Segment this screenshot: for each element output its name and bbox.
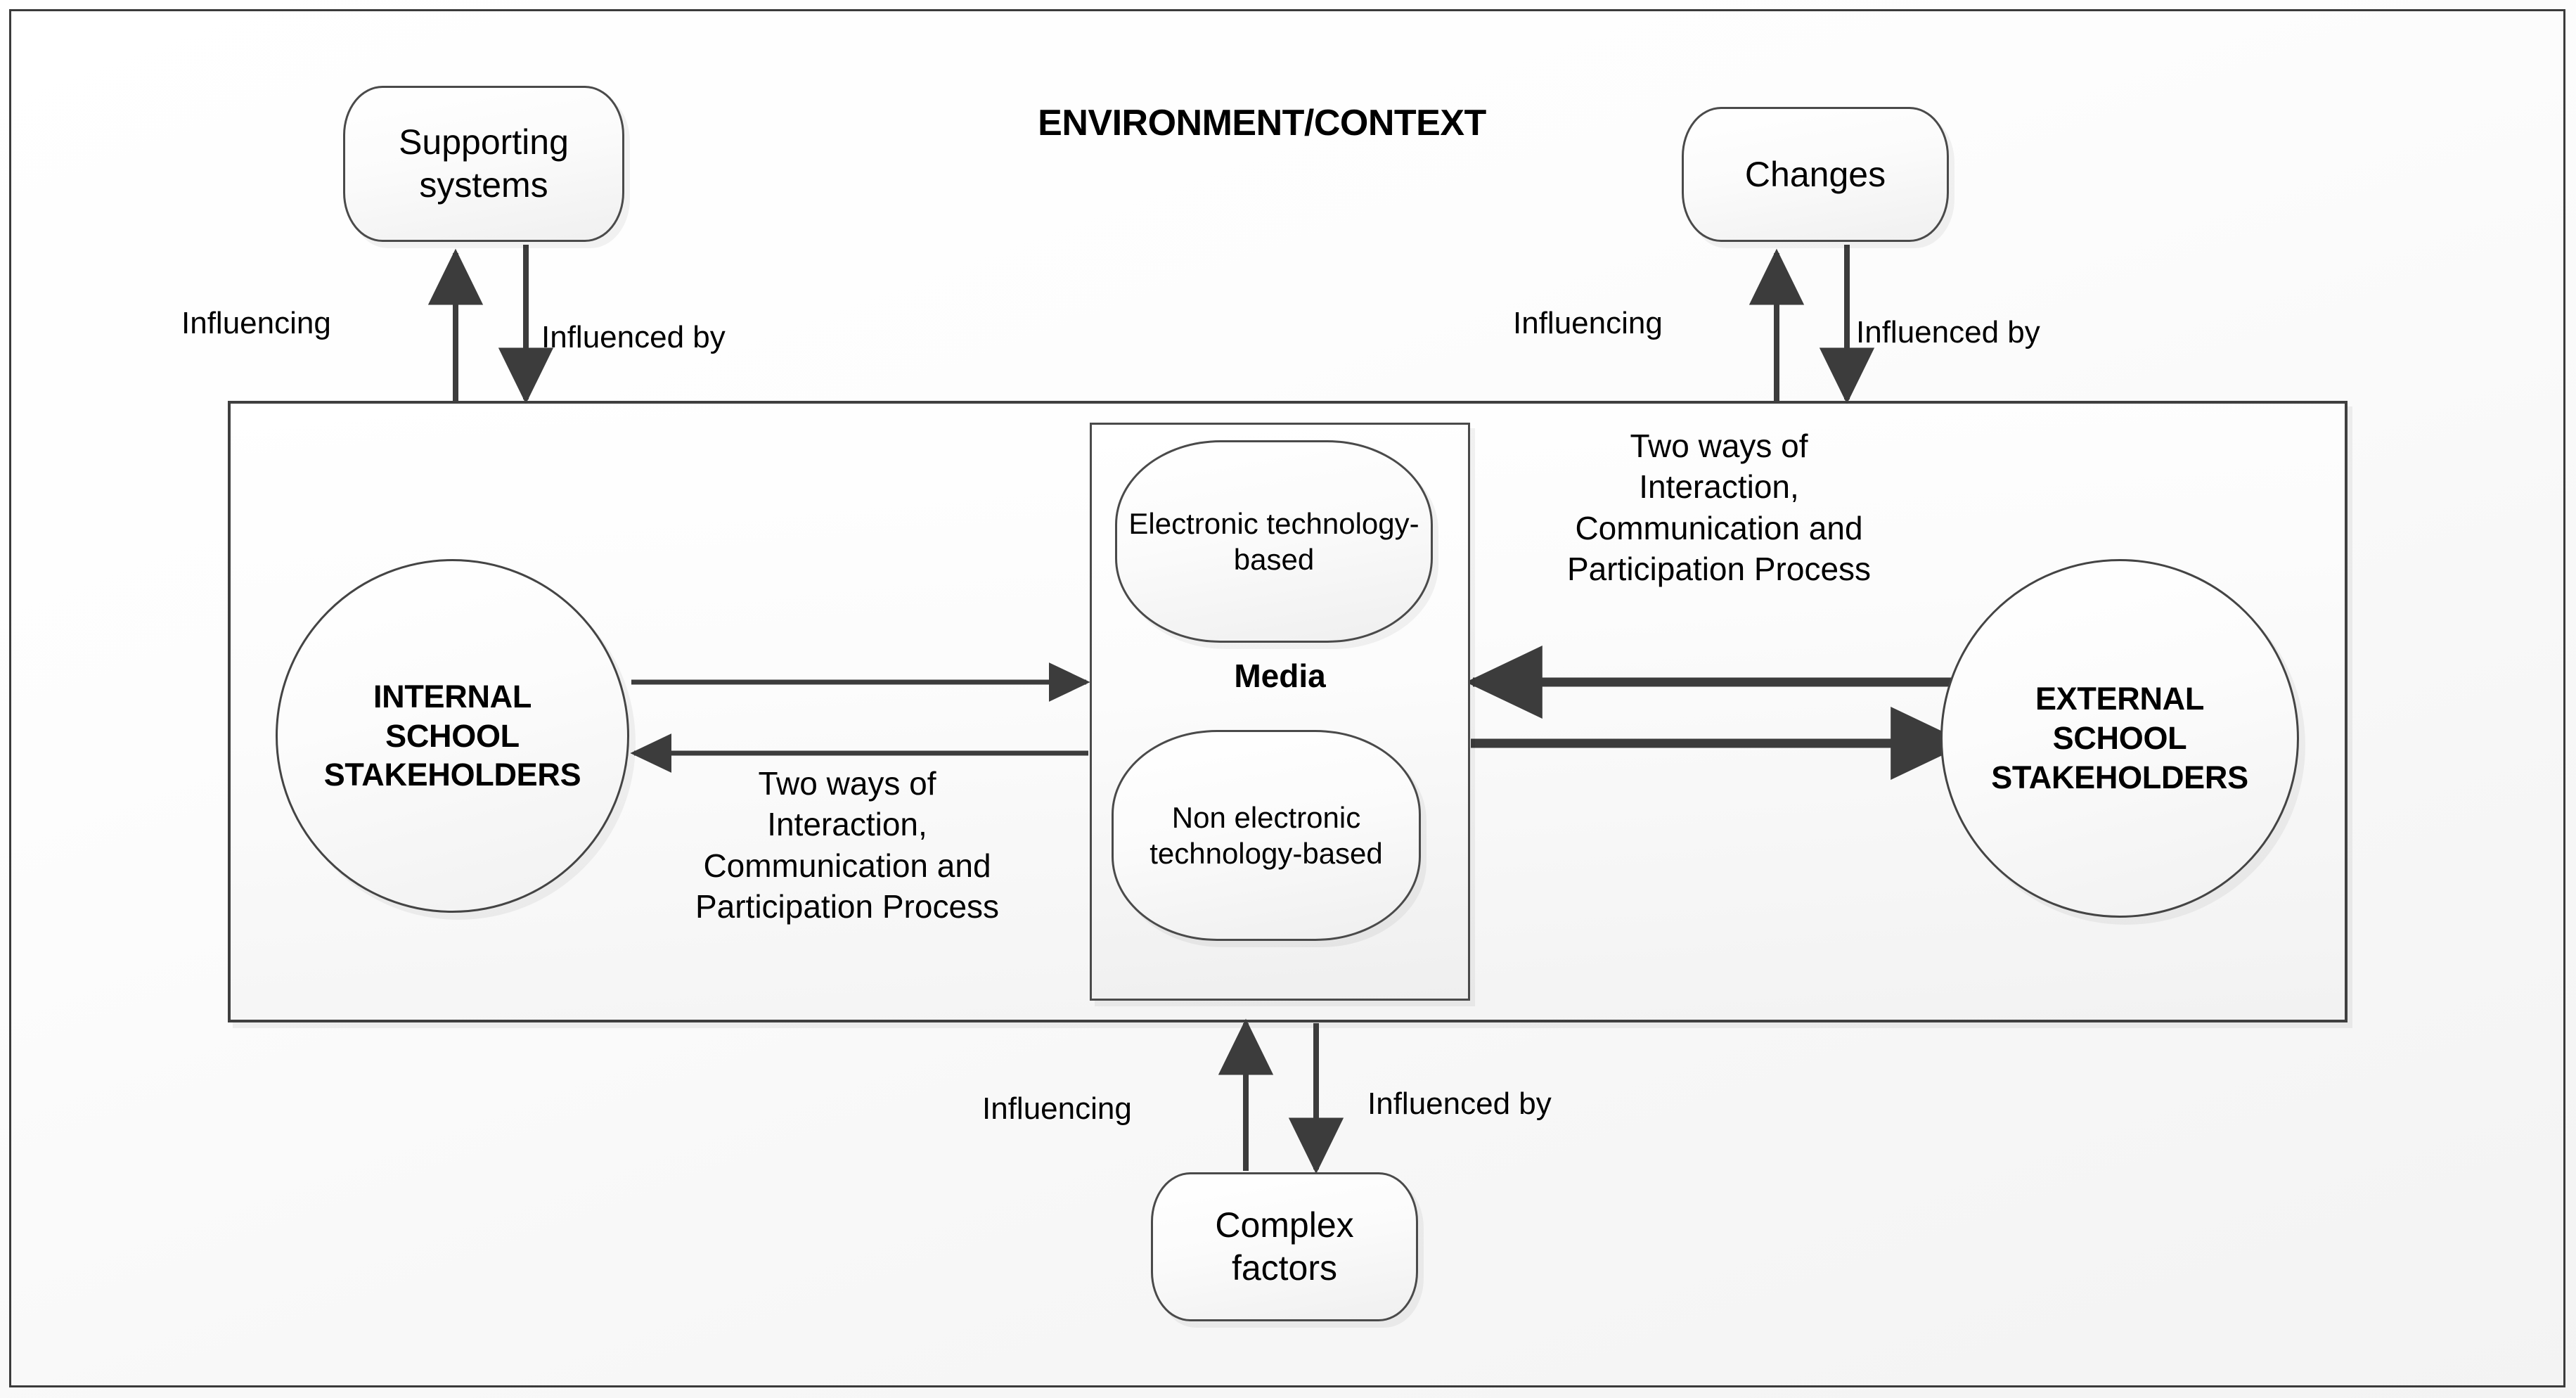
label-influenced-by-supporting: Influenced by [541, 320, 726, 354]
process-right-line-1: Two ways of [1630, 428, 1808, 464]
internal-line-2: SCHOOL [385, 717, 520, 754]
node-supporting-systems[interactable]: Supporting systems [343, 86, 624, 242]
label-influencing-complex: Influencing [982, 1091, 1132, 1126]
node-media-label: Media [1234, 658, 1326, 694]
label-two-ways-process-left: Two ways of Interaction, Communication a… [605, 763, 1090, 928]
label-influencing-supporting: Influencing [181, 306, 331, 340]
label-influenced-by-changes: Influenced by [1856, 315, 2040, 350]
label-influencing-changes: Influencing [1513, 306, 1663, 340]
label-two-ways-process-right: Two ways of Interaction, Communication a… [1476, 425, 1962, 590]
node-external-school-stakeholders[interactable]: EXTERNAL SCHOOL STAKEHOLDERS [1940, 559, 2299, 918]
process-left-line-4: Participation Process [695, 888, 1000, 925]
internal-line-1: INTERNAL [373, 678, 532, 714]
process-right-line-2: Interaction, [1639, 468, 1799, 506]
page-title: ENVIRONMENT/CONTEXT [1038, 103, 1486, 143]
page-border [9, 9, 2565, 1387]
label-influenced-by-complex: Influenced by [1367, 1086, 1552, 1121]
node-media-non-electronic-label: Non electronic technology-based [1149, 800, 1383, 870]
external-line-3: STAKEHOLDERS [1991, 759, 2248, 795]
external-line-1: EXTERNAL [2035, 681, 2205, 717]
process-left-line-2: Interaction, [767, 806, 927, 843]
node-media-electronic[interactable]: Electronic technology-based [1115, 440, 1433, 643]
process-left-line-1: Two ways of [758, 765, 936, 802]
node-changes-label: Changes [1744, 154, 1886, 194]
node-complex-factors[interactable]: Complex factors [1151, 1172, 1418, 1321]
node-media-electronic-label: Electronic technology-based [1128, 506, 1419, 576]
node-complex-factors-label: Complex factors [1215, 1205, 1354, 1288]
external-line-2: SCHOOL [2052, 720, 2187, 757]
process-right-line-3: Communication and [1575, 509, 1863, 546]
process-right-line-4: Participation Process [1566, 551, 1872, 588]
internal-line-3: STAKEHOLDERS [323, 757, 581, 793]
node-media-container: Electronic technology-based Media Non el… [1090, 423, 1470, 1001]
node-internal-school-stakeholders[interactable]: INTERNAL SCHOOL STAKEHOLDERS [276, 559, 629, 913]
node-changes[interactable]: Changes [1682, 107, 1949, 242]
process-left-line-3: Communication and [703, 847, 991, 884]
node-supporting-systems-label: Supporting systems [399, 122, 569, 205]
node-media-non-electronic[interactable]: Non electronic technology-based [1112, 730, 1421, 941]
